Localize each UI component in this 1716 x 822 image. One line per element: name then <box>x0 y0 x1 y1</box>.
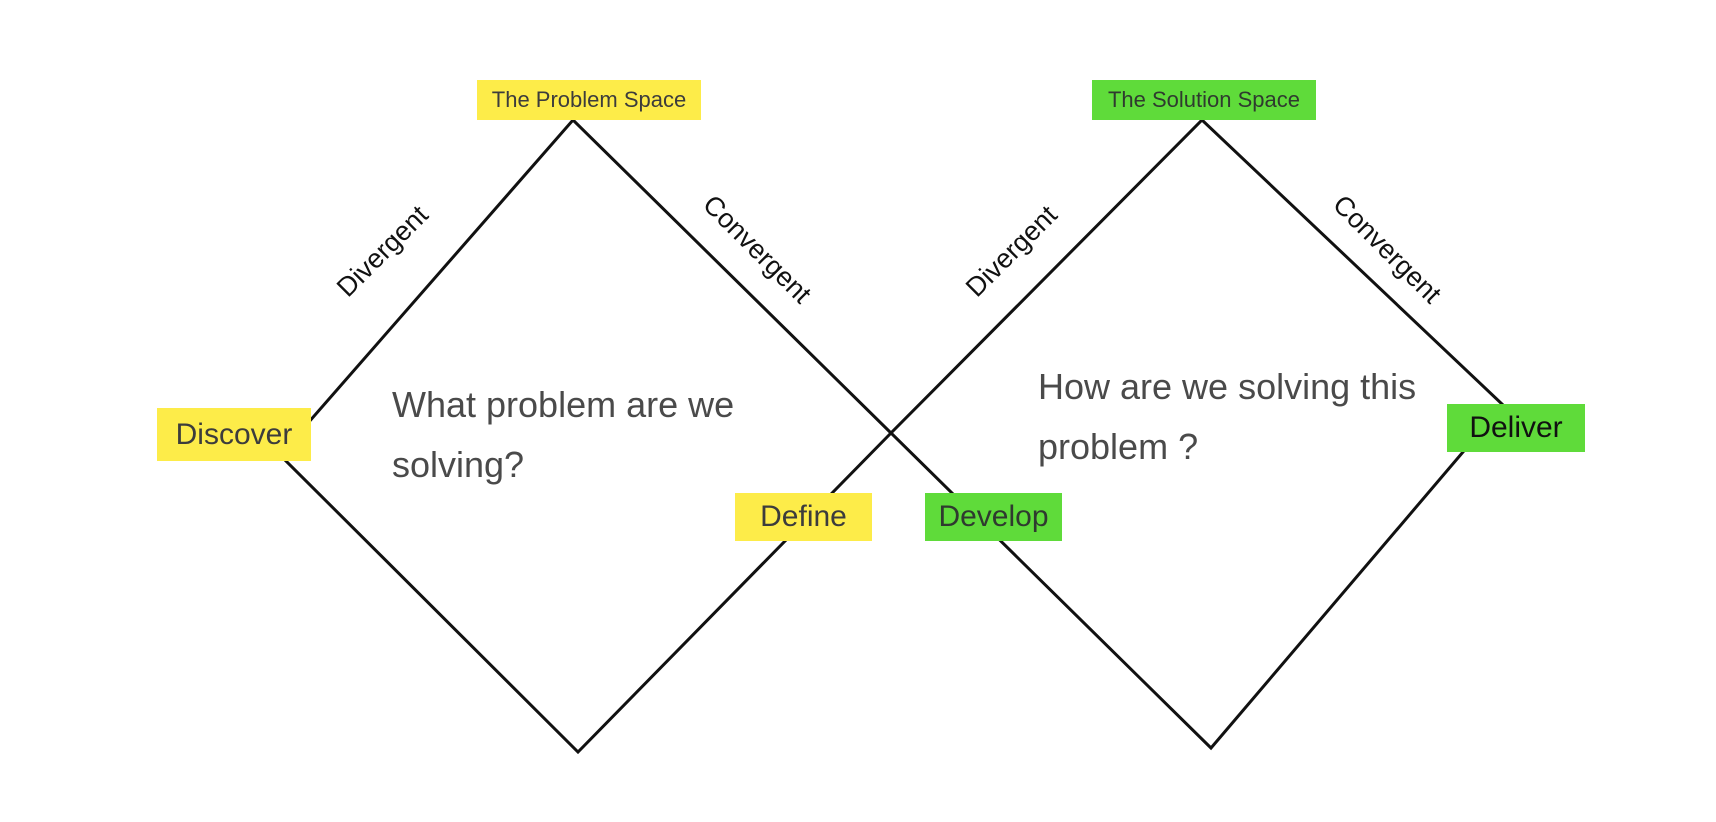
solution-question-line-1: How are we solving this <box>1038 366 1417 407</box>
problem-question-line-1: What problem are we <box>392 384 735 425</box>
solution-question-line-2: problem ? <box>1038 426 1199 467</box>
develop-note: Develop <box>925 493 1062 541</box>
problem-diamond <box>277 117 894 755</box>
problem-question-line-2: solving? <box>392 444 525 485</box>
problem-space-header: The Problem Space <box>477 80 701 120</box>
problem-question: What problem are we solving? <box>392 375 734 495</box>
discover-note: Discover <box>157 408 311 461</box>
deliver-note: Deliver <box>1447 404 1585 452</box>
solution-question: How are we solving this problem ? <box>1038 357 1416 477</box>
define-note: Define <box>735 493 872 541</box>
solution-diamond <box>888 117 1506 751</box>
solution-space-header: The Solution Space <box>1092 80 1316 120</box>
